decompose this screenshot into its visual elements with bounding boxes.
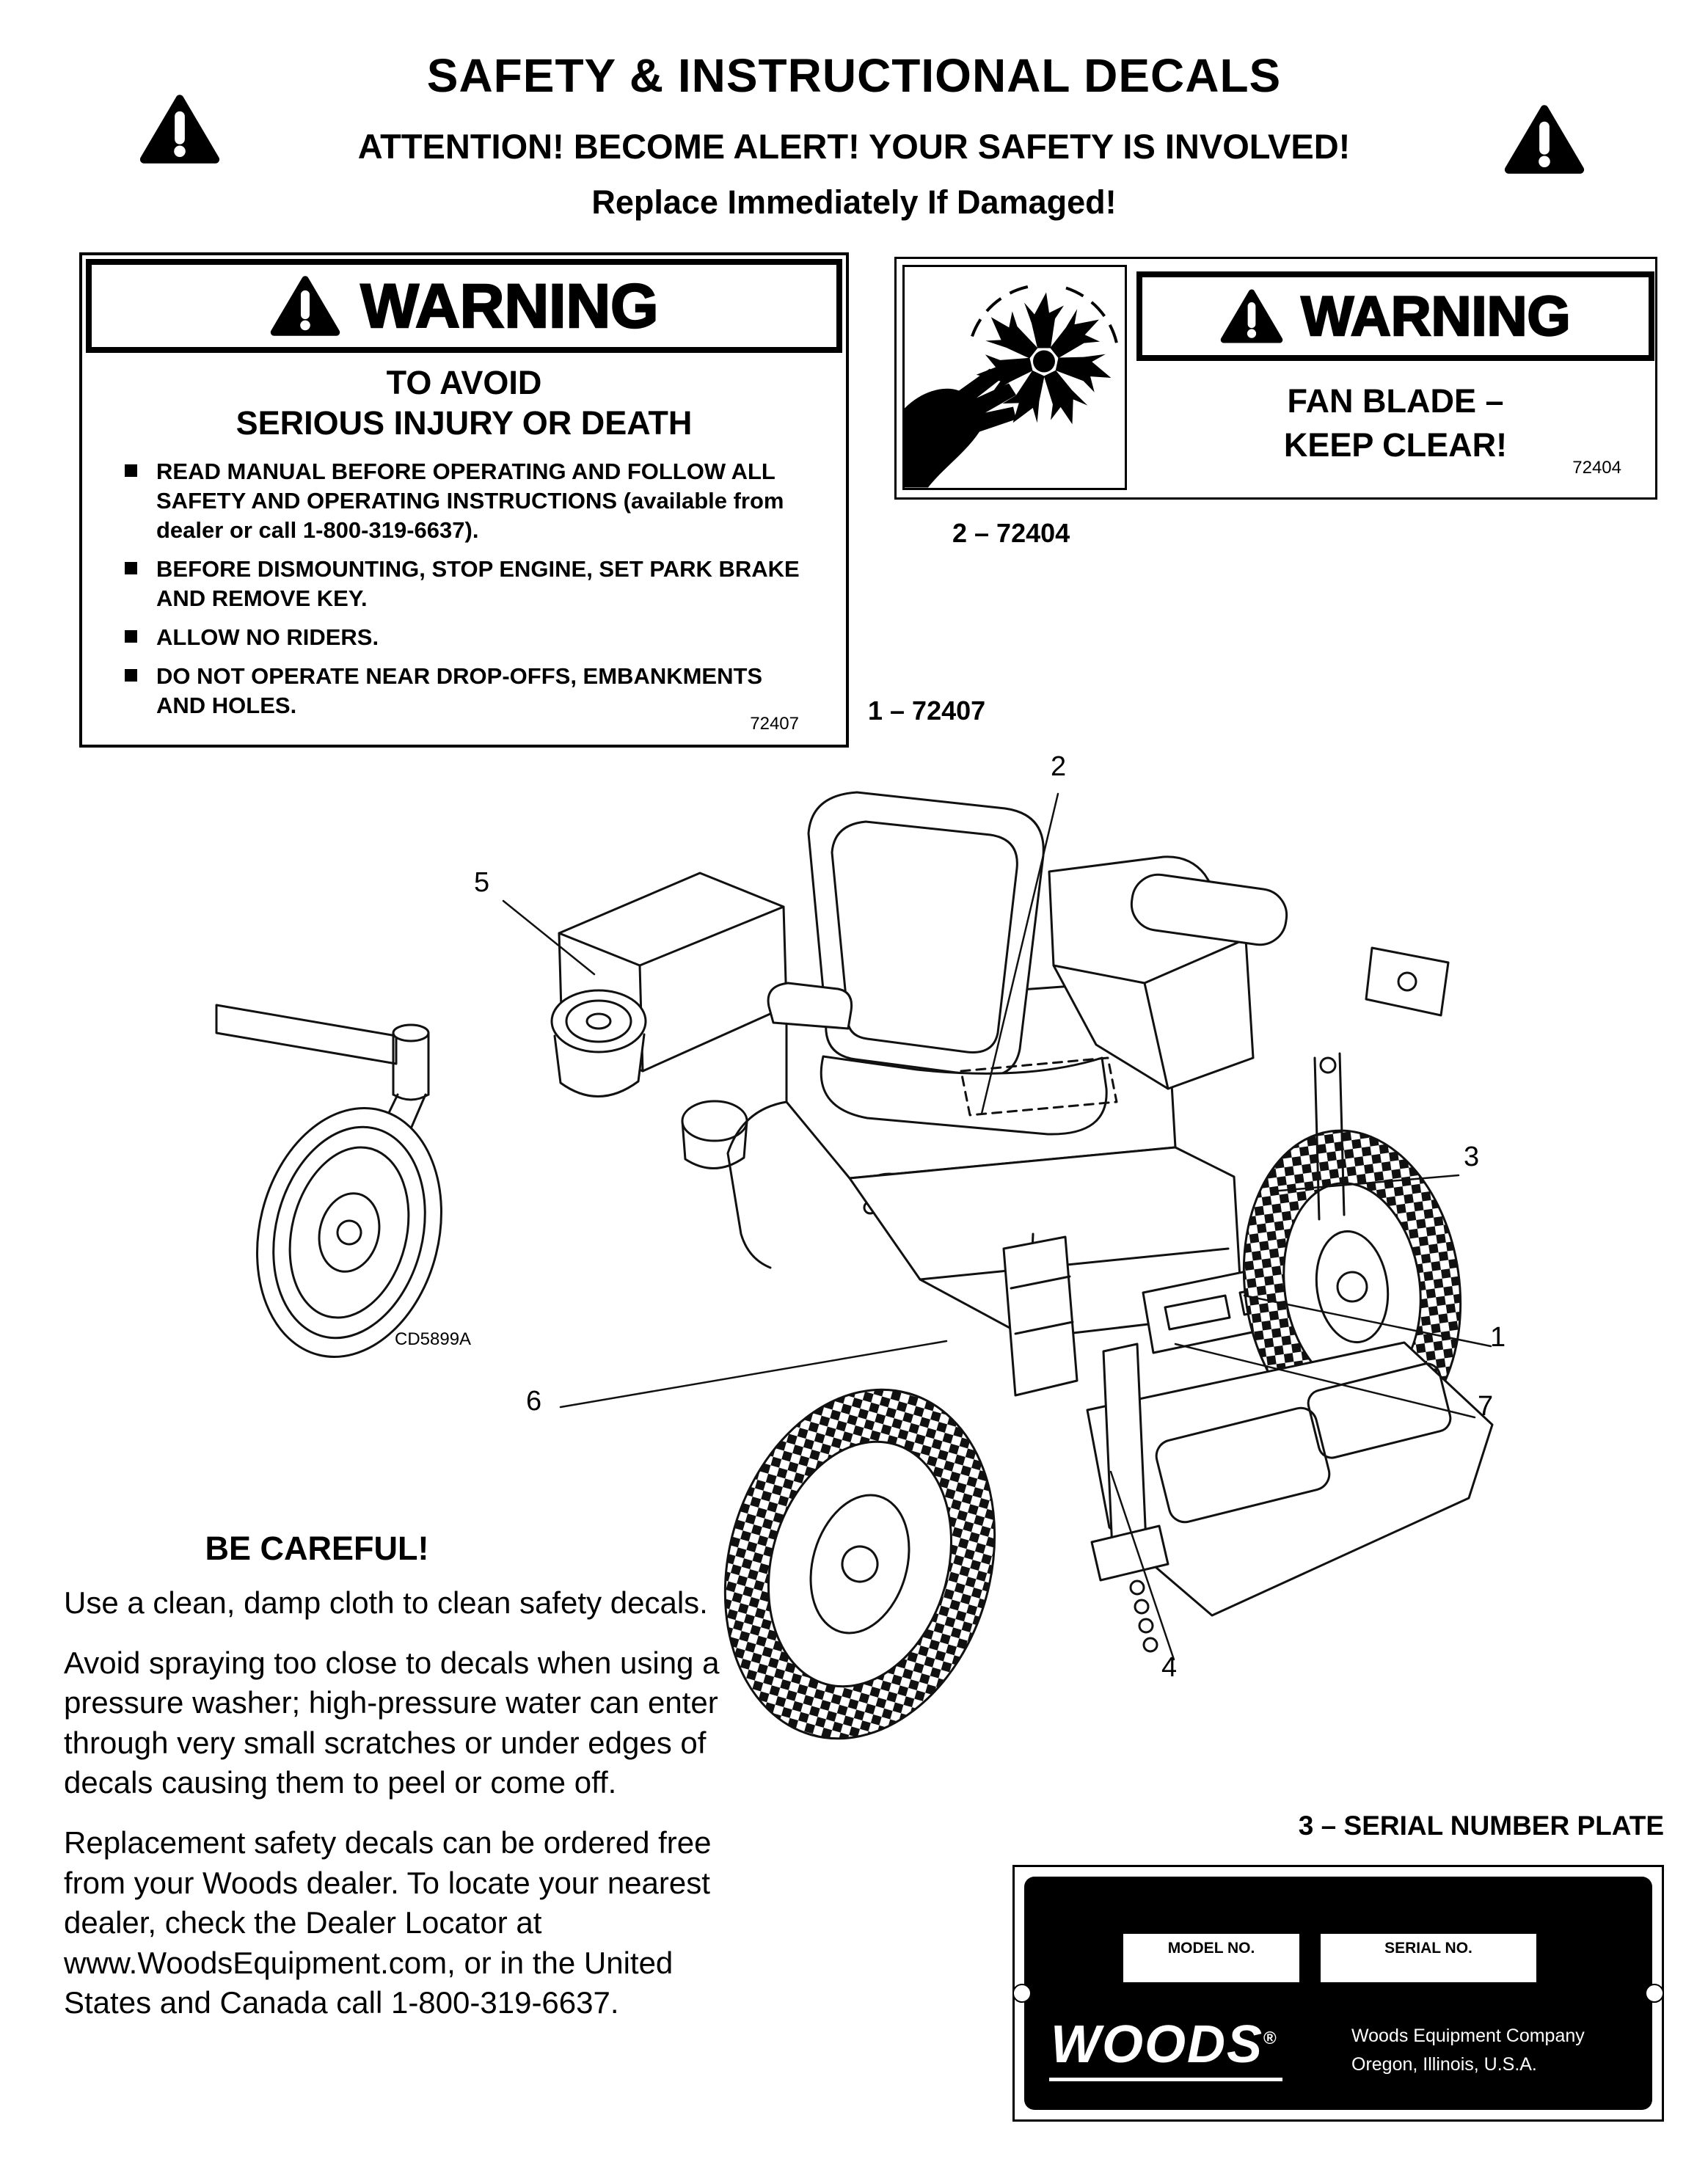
care-paragraph: Avoid spraying too close to decals when … [64, 1645, 720, 1800]
serial-plate-face: MODEL NO. SERIAL NO. WOODS® Woods Equipm… [1012, 1877, 1664, 2110]
decal-part-number: 72404 [1572, 458, 1621, 478]
mounting-hole-icon [1645, 1984, 1664, 2003]
fan-pictograph-box [902, 265, 1127, 490]
warning-bullet: ALLOW NO RIDERS. [125, 623, 812, 652]
warning-bullet: DO NOT OPERATE NEAR DROP-OFFS, EMBANKMEN… [125, 662, 812, 720]
fan-message-line-1: FAN BLADE – [1287, 382, 1504, 420]
attention-line: ATTENTION! BECOME ALERT! YOUR SAFETY IS … [357, 127, 1351, 166]
avoid-heading: TO AVOID SERIOUS INJURY OR DEATH [82, 363, 846, 444]
decal-part-number: 72407 [750, 714, 799, 734]
serial-number-plate: MODEL NO. SERIAL NO. WOODS® Woods Equipm… [1012, 1865, 1664, 2122]
warning-triangle-icon [270, 276, 340, 336]
warning-triangle-icon [139, 95, 220, 164]
avoid-line-1: TO AVOID [386, 364, 542, 401]
warning-signal-band: WARNING [86, 259, 842, 353]
square-bullet-icon [125, 464, 137, 477]
care-paragraph: Replacement safety decals can be ordered… [64, 1825, 712, 2020]
care-paragraphs: Use a clean, damp cloth to clean safety … [64, 1583, 728, 2043]
callout-6: 6 [526, 1386, 542, 1417]
registered-trademark-icon: ® [1263, 2028, 1278, 2048]
mounting-hole-icon [1012, 1984, 1032, 2003]
callout-4: 4 [1161, 1652, 1178, 1683]
callout-7: 7 [1478, 1391, 1494, 1422]
caption-decal-2: 2 – 72404 [952, 518, 1070, 548]
drawing-code: CD5899A [395, 1329, 472, 1349]
mower-line-drawing [215, 791, 1494, 1740]
fan-blade-hand-icon [905, 285, 1119, 488]
warning-bullet-list: READ MANUAL BEFORE OPERATING AND FOLLOW … [125, 457, 812, 720]
be-careful-heading: BE CAREFUL! [205, 1530, 429, 1567]
woods-logo: WOODS® [1049, 2015, 1282, 2081]
callout-1: 1 [1490, 1322, 1506, 1353]
fan-message-line-2: KEEP CLEAR! [1283, 426, 1508, 464]
square-bullet-icon [125, 561, 137, 574]
warning-decal-72407: WARNING TO AVOID SERIOUS INJURY OR DEATH… [79, 252, 849, 748]
callout-5: 5 [474, 867, 490, 898]
serial-plate-caption: 3 – SERIAL NUMBER PLATE [1298, 1811, 1664, 1841]
square-bullet-icon [125, 668, 137, 682]
fan-warning-decal-72404: WARNING FAN BLADE – KEEP CLEAR! 72404 [894, 257, 1657, 500]
callout-3: 3 [1464, 1142, 1480, 1172]
signal-word: WARNING [360, 270, 659, 341]
company-name: Woods Equipment Company [1351, 2026, 1585, 2046]
warning-signal-band: WARNING [1136, 271, 1654, 361]
caption-decal-1: 1 – 72407 [868, 695, 986, 726]
warning-bullet: READ MANUAL BEFORE OPERATING AND FOLLOW … [125, 457, 812, 545]
signal-word: WARNING [1300, 284, 1572, 348]
page-title: SAFETY & INSTRUCTIONAL DECALS [426, 49, 1282, 102]
warning-triangle-icon [1504, 105, 1585, 174]
model-number-box: MODEL NO. [1123, 1934, 1299, 1982]
company-location: Oregon, Illinois, U.S.A. [1351, 2053, 1537, 2075]
company-address: Woods Equipment Company Oregon, Illinois… [1351, 2022, 1585, 2079]
replace-line: Replace Immediately If Damaged! [591, 183, 1117, 221]
serial-number-box: SERIAL NO. [1321, 1934, 1536, 1982]
avoid-line-2: SERIOUS INJURY OR DEATH [236, 403, 693, 442]
warning-bullet: BEFORE DISMOUNTING, STOP ENGINE, SET PAR… [125, 555, 812, 613]
warning-triangle-icon [1221, 289, 1283, 343]
care-paragraph: Use a clean, damp cloth to clean safety … [64, 1585, 708, 1620]
square-bullet-icon [125, 629, 137, 643]
callout-2: 2 [1051, 751, 1067, 782]
